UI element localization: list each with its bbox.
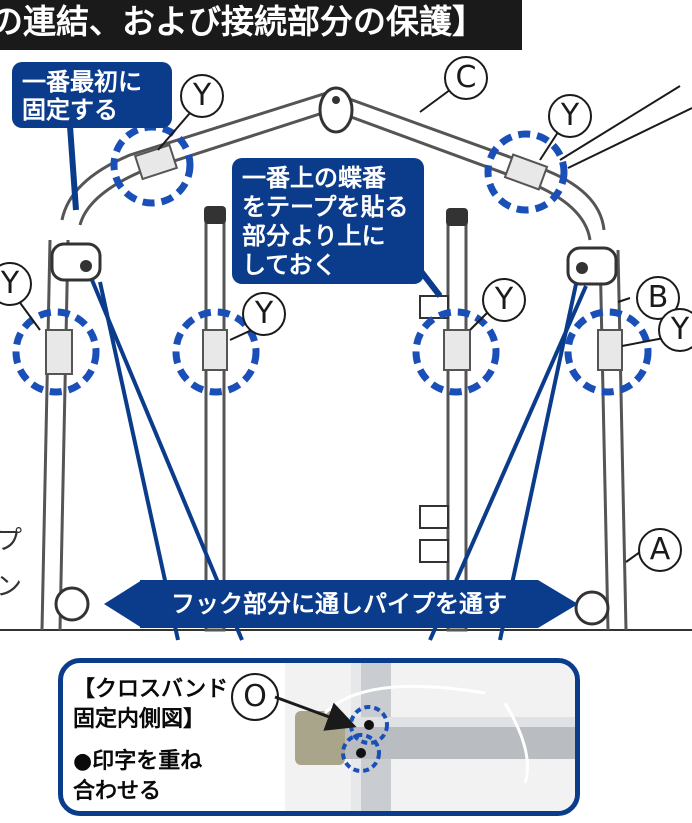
inset-title: 固定内側図】 xyxy=(73,707,206,732)
inset-note: 合わせる xyxy=(73,779,162,804)
label-y: Y xyxy=(658,308,692,352)
right-foot-hook xyxy=(574,590,610,626)
callout-line: しておく xyxy=(242,251,337,279)
label-y: Y xyxy=(548,94,592,138)
edge-fragment: ン xyxy=(0,572,23,602)
callout-line: 固定する xyxy=(22,96,118,124)
hook-instruction-banner: フック部分に通しパイプを通す xyxy=(140,580,538,628)
callout-line: 一番上の蝶番 xyxy=(242,164,386,192)
left-foot-hook xyxy=(54,586,90,622)
callout-line: 部分より上に xyxy=(242,222,386,250)
banner-arrow-right xyxy=(538,580,578,628)
inset-title: 【クロスバンド xyxy=(73,677,229,702)
label-c: C xyxy=(444,56,488,100)
hinge-clips xyxy=(419,295,449,563)
callout-line: をテープを貼る xyxy=(242,193,409,221)
label-a: A xyxy=(638,528,682,572)
label-o: O xyxy=(231,673,279,721)
callout-top-hinge: 一番上の蝶番 をテープを貼る 部分より上に しておく xyxy=(232,158,424,284)
inset-note: ●印字を重ね xyxy=(73,749,203,774)
callout-pointer xyxy=(67,125,79,211)
left-elbow-connector xyxy=(50,242,102,282)
label-y: Y xyxy=(242,292,286,336)
tape-marks xyxy=(12,123,652,396)
left-side-pipe xyxy=(40,239,70,631)
page-title: の連結、および接続部分の保護】 xyxy=(0,0,522,50)
banner-arrow-left xyxy=(104,580,142,628)
label-y: Y xyxy=(180,74,224,118)
right-side-pipe xyxy=(598,249,628,631)
label-pointers xyxy=(17,83,692,563)
callout-line: 一番最初に xyxy=(22,68,142,96)
label-y: Y xyxy=(482,278,526,322)
edge-fragment: プ xyxy=(0,526,23,556)
right-elbow-connector xyxy=(566,246,618,286)
label-y: Y xyxy=(0,262,32,306)
center-left-pole xyxy=(204,206,226,632)
cross-band-inset: 【クロスバンド 固定内側図】 ●印字を重ね 合わせる O xyxy=(58,658,580,816)
ridge-connector xyxy=(318,86,354,134)
callout-first-fix: 一番最初に 固定する xyxy=(12,62,172,128)
center-right-pole xyxy=(446,208,468,632)
o-pointer-arrow xyxy=(274,695,357,731)
